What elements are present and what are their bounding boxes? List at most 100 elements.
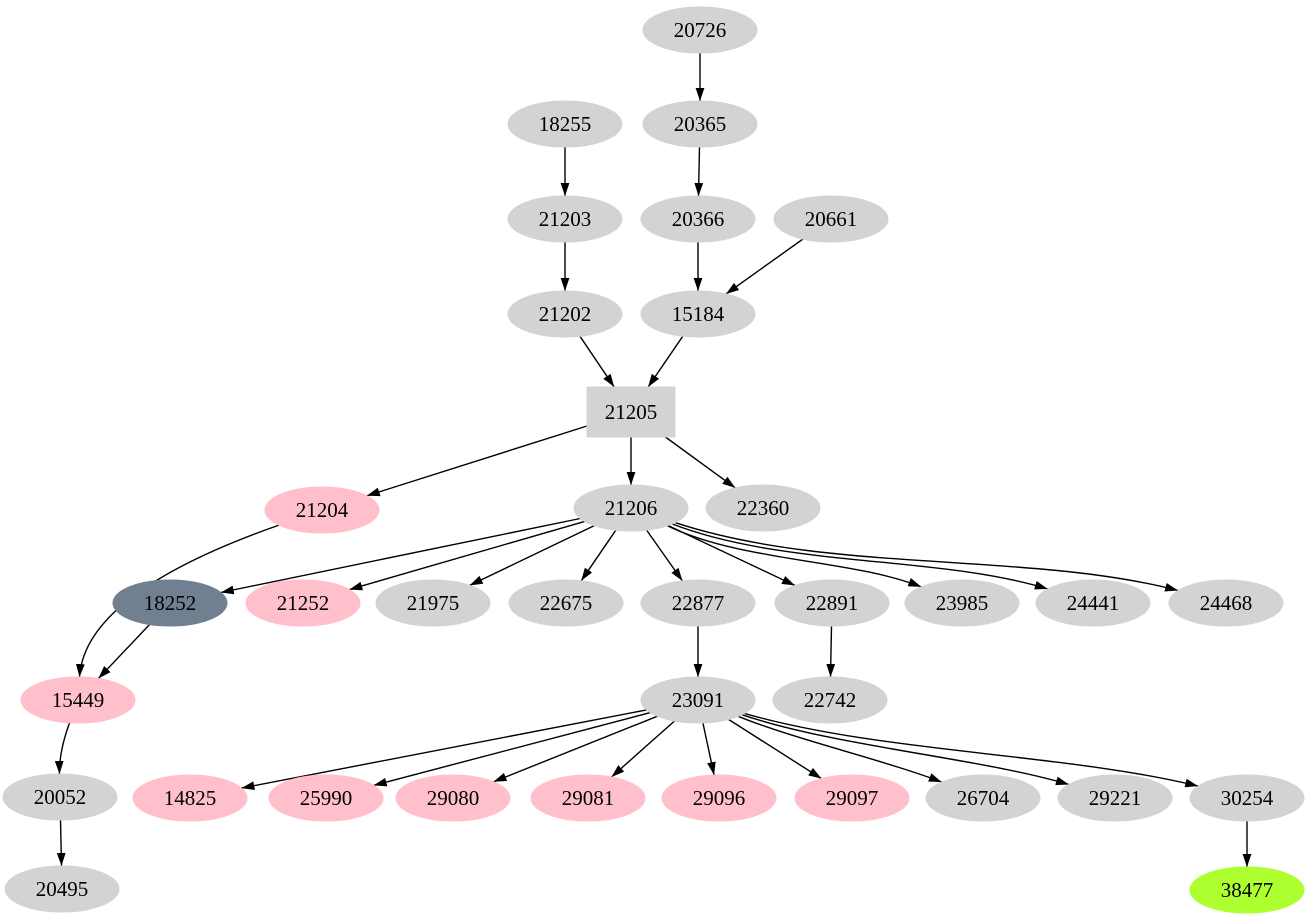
node-ellipse-shape	[772, 676, 888, 724]
graph-edge-21206-24441	[671, 523, 1049, 590]
node-label: 21202	[539, 302, 592, 326]
node-label: 22742	[804, 688, 857, 712]
graph-edge-15184-21205	[647, 335, 684, 388]
node-ellipse-shape	[507, 195, 623, 243]
node-ellipse-shape	[264, 486, 380, 534]
graph-edge-23091-29221	[741, 714, 1070, 786]
node-label: 29081	[562, 786, 615, 810]
node-label: 29097	[826, 786, 879, 810]
node-ellipse-shape	[245, 579, 361, 627]
graph-node-30254: 30254	[1189, 774, 1305, 822]
graph-edge-23091-26704	[737, 715, 943, 783]
graph-edge-18252-15449	[97, 624, 151, 679]
node-label: 21206	[605, 496, 658, 520]
node-label: 30254	[1221, 786, 1274, 810]
graph-edge-23091-14825	[241, 709, 647, 790]
graph-node-22742: 22742	[772, 676, 888, 724]
graph-node-20052: 20052	[2, 773, 118, 821]
node-label: 20661	[805, 207, 858, 231]
node-label: 14825	[164, 786, 217, 810]
node-ellipse-shape	[4, 865, 120, 913]
graph-edge-21206-24468	[674, 521, 1179, 592]
node-label: 20366	[672, 207, 725, 231]
node-ellipse-shape	[925, 774, 1041, 822]
node-ellipse-shape	[395, 774, 511, 822]
graph-edge-21206-18252	[220, 517, 581, 595]
graph-edge-20365-20366	[694, 146, 704, 197]
graph-node-15449: 15449	[20, 676, 136, 724]
node-ellipse-shape	[774, 579, 890, 627]
node-ellipse-shape	[530, 774, 646, 822]
edges-layer	[54, 53, 1252, 867]
node-ellipse-shape	[1057, 774, 1173, 822]
graph-edge-23091-29080	[493, 715, 658, 783]
graph-edge-21205-21204	[366, 425, 588, 497]
graph-node-21975: 21975	[375, 579, 491, 627]
node-label: 21203	[539, 207, 592, 231]
graph-node-22891: 22891	[774, 579, 890, 627]
node-label: 20495	[36, 877, 89, 901]
node-label: 29096	[693, 786, 746, 810]
graph-node-20366: 20366	[640, 195, 756, 243]
node-label: 18252	[144, 591, 197, 615]
graph-edge-21206-21975	[469, 524, 595, 587]
graph-node-22360: 22360	[705, 484, 821, 532]
graph-node-20726: 20726	[642, 6, 758, 54]
node-ellipse-shape	[1168, 579, 1284, 627]
graph-node-21205: 21205	[586, 386, 676, 438]
graph-node-29096: 29096	[661, 774, 777, 822]
node-label: 24468	[1200, 591, 1253, 615]
graph-edge-21206-23985	[667, 525, 922, 588]
graph-node-29081: 29081	[530, 774, 646, 822]
node-label: 21204	[296, 498, 349, 522]
graph-edge-21205-22360	[664, 436, 736, 489]
node-ellipse-shape	[640, 195, 756, 243]
node-ellipse-shape	[268, 774, 384, 822]
node-ellipse-shape	[773, 195, 889, 243]
node-ellipse-shape	[1035, 579, 1151, 627]
graph-edge-23091-25990	[373, 711, 651, 787]
graph-node-25990: 25990	[268, 774, 384, 822]
node-label: 21252	[277, 591, 330, 615]
node-label: 23985	[936, 591, 989, 615]
graph-node-29080: 29080	[395, 774, 511, 822]
node-label: 25990	[300, 786, 353, 810]
graph-node-23985: 23985	[904, 579, 1020, 627]
node-label: 20052	[34, 785, 87, 809]
node-label: 20726	[674, 18, 727, 42]
node-ellipse-shape	[1189, 774, 1305, 822]
node-ellipse-shape	[640, 676, 756, 724]
graph-node-21206: 21206	[573, 484, 689, 532]
node-ellipse-shape	[642, 6, 758, 54]
graph-node-29097: 29097	[794, 774, 910, 822]
graph-node-21204: 21204	[264, 486, 380, 534]
node-label: 20365	[674, 112, 727, 136]
node-ellipse-shape	[2, 773, 118, 821]
node-label: 24441	[1067, 591, 1120, 615]
graph-node-23091: 23091	[640, 676, 756, 724]
node-ellipse-shape	[640, 579, 756, 627]
node-label: 38477	[1221, 878, 1274, 902]
graph-node-38477: 38477	[1189, 866, 1305, 914]
graph-node-22675: 22675	[508, 579, 624, 627]
node-ellipse-shape	[573, 484, 689, 532]
node-ellipse-shape	[507, 290, 623, 338]
node-ellipse-shape	[904, 579, 1020, 627]
node-label: 26704	[957, 786, 1010, 810]
graph-node-24468: 24468	[1168, 579, 1284, 627]
graph-node-22877: 22877	[640, 579, 756, 627]
node-label: 15449	[52, 688, 105, 712]
graph-node-18252: 18252	[112, 579, 228, 627]
node-label: 21205	[605, 400, 658, 424]
node-ellipse-shape	[508, 579, 624, 627]
node-ellipse-shape	[132, 774, 248, 822]
graph-edge-21202-21205	[579, 335, 615, 388]
graph-node-14825: 14825	[132, 774, 248, 822]
graph-edge-20661-15184	[725, 238, 804, 295]
node-ellipse-shape	[112, 579, 228, 627]
graph-edge-22891-22742	[826, 625, 836, 678]
node-label: 29080	[427, 786, 480, 810]
graph-node-21202: 21202	[507, 290, 623, 338]
